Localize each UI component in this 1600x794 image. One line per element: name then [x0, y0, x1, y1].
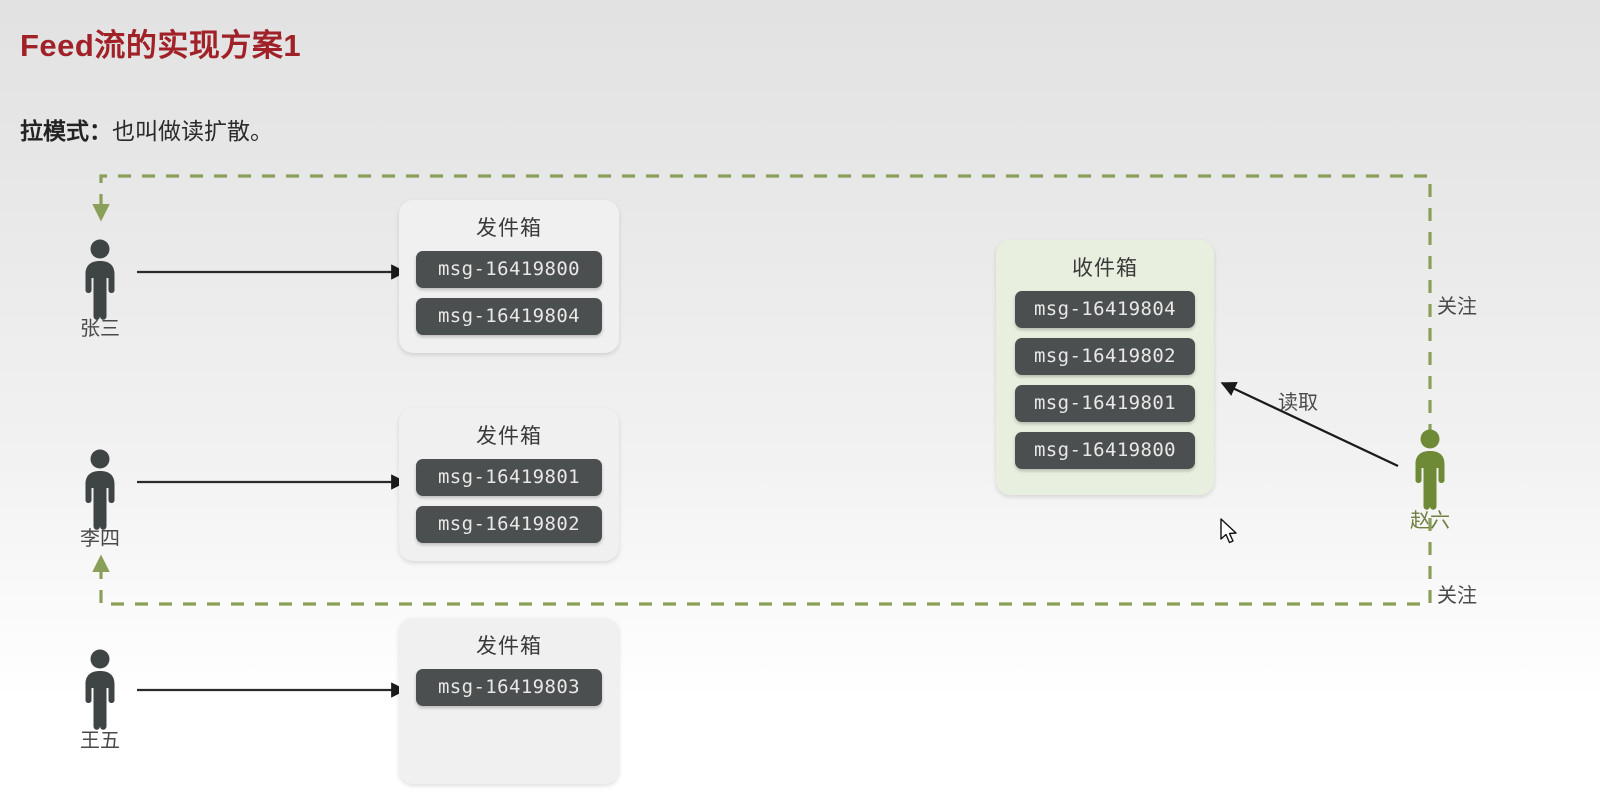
person-icon-wangwu	[85, 649, 115, 730]
message-chip[interactable]: msg-16419801	[1015, 385, 1195, 422]
page-subtitle: 拉模式：也叫做读扩散。	[20, 112, 273, 146]
subtitle-strong: 拉模式：	[20, 118, 112, 144]
person-name-label: 王五	[80, 730, 120, 752]
message-chip[interactable]: msg-16419804	[1015, 291, 1195, 328]
message-chip[interactable]: msg-16419800	[416, 251, 602, 288]
mouse-cursor	[1220, 518, 1237, 544]
message-chip[interactable]: msg-16419802	[1015, 338, 1195, 375]
follow-path-bottom	[92, 470, 1432, 606]
outbox-lisi: 发件箱 msg-16419801 msg-16419802	[399, 408, 619, 561]
message-chip[interactable]: msg-16419803	[416, 669, 602, 706]
person-name-label: 李四	[80, 528, 120, 550]
outbox-zhangsan: 发件箱 msg-16419800 msg-16419804	[399, 200, 619, 353]
person-name-label: 赵六	[1410, 510, 1450, 532]
inbox-zhaoliu: 收件箱 msg-16419804 msg-16419802 msg-164198…	[996, 240, 1214, 495]
person-zhaoliu: 赵六	[1400, 502, 1460, 533]
message-chip[interactable]: msg-16419801	[416, 459, 602, 496]
outbox-title-2: 发件箱	[476, 425, 542, 448]
edge-label-follow-bottom: 关注	[1437, 585, 1477, 607]
message-chip[interactable]: msg-16419800	[1015, 432, 1195, 469]
person-icon-lisi	[85, 449, 115, 530]
person-wangwu: 王五	[70, 722, 130, 753]
follow-path-top	[92, 174, 1432, 437]
person-icon-zhangsan	[85, 239, 115, 320]
subtitle-rest: 也叫做读扩散。	[112, 118, 273, 144]
person-zhangsan: 张三	[70, 310, 130, 341]
edge-label-read: 读取	[1278, 392, 1318, 414]
message-chip[interactable]: msg-16419804	[416, 298, 602, 335]
person-lisi: 李四	[70, 520, 130, 551]
person-name-label: 张三	[80, 318, 120, 340]
inbox-title: 收件箱	[1072, 257, 1138, 280]
outbox-title-3: 发件箱	[476, 635, 542, 658]
outbox-title-1: 发件箱	[476, 217, 542, 240]
message-chip[interactable]: msg-16419802	[416, 506, 602, 543]
edge-label-follow-top: 关注	[1437, 296, 1477, 318]
person-icon-zhaoliu	[1415, 429, 1445, 510]
page-title: Feed流的实现方案1	[20, 28, 302, 63]
outbox-wangwu: 发件箱 msg-16419803	[399, 618, 619, 784]
